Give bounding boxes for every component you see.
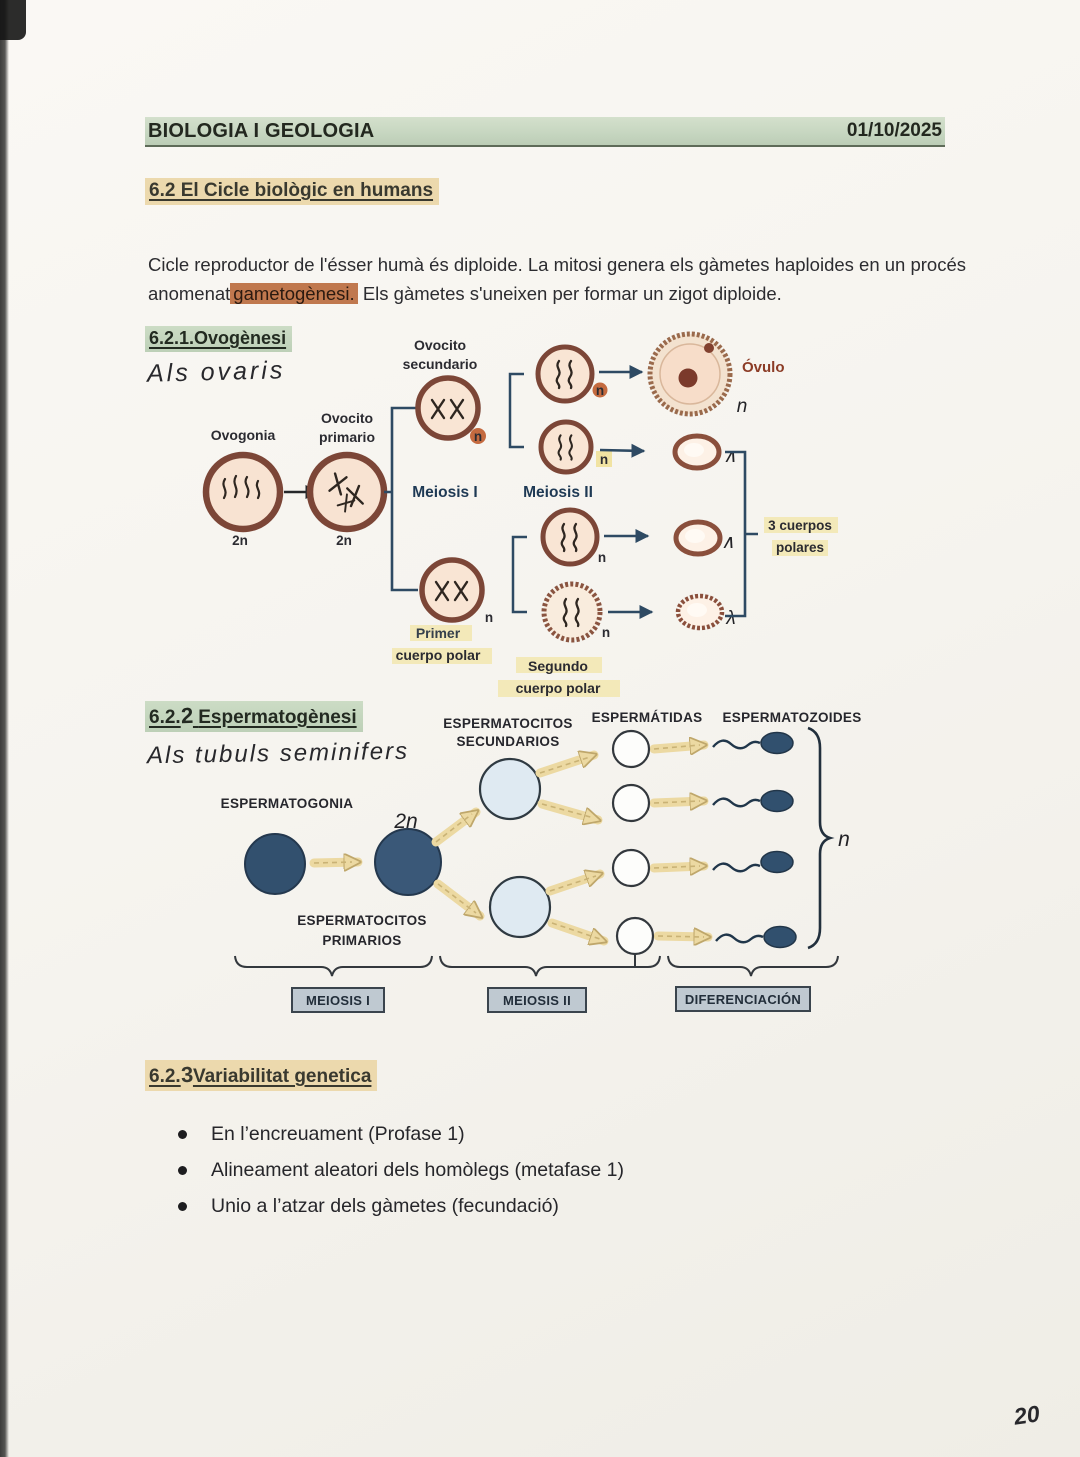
polar-body-1 — [672, 433, 722, 471]
list-item: Alineament aleatori dels homòlegs (metaf… — [178, 1152, 624, 1188]
list-item: En l’encreuament (Profase 1) — [178, 1116, 624, 1152]
svg-text:cuerpo polar: cuerpo polar — [516, 680, 601, 696]
cell-ovocito-secundario — [415, 375, 481, 441]
oogenesis-diagram: Ovogonia 2n Ovocito primario 2n Meiosis … — [202, 331, 838, 697]
label-primer-cuerpo: Primer — [416, 625, 461, 641]
label-ovogonia: Ovogonia — [211, 427, 276, 443]
svg-text:secundario: secundario — [403, 356, 478, 372]
yellow-mark — [410, 625, 472, 641]
label-meiosis-1: Meiosis I — [412, 484, 477, 501]
page-header: BIOLOGIA I GEOLOGIA 01/10/2025 — [145, 117, 945, 147]
polar-body-2 — [673, 519, 723, 557]
sperm-cells — [712, 731, 797, 949]
section-6-2-1-heading: 6.2.1.Ovogènesi — [145, 326, 293, 352]
label-meiosis-2-box: MEIOSIS II — [503, 993, 571, 1008]
ploidy-ovogonia: 2n — [232, 533, 248, 548]
cell-ovocito-primario — [306, 451, 388, 533]
svg-text:n: n — [600, 452, 608, 467]
cell-espermatocito-secundario-2 — [488, 875, 552, 939]
section-6-2-3-heading: 6.2.3Variabilitat genetica — [145, 1060, 378, 1091]
ploidy-primer-cuerpo: n — [485, 610, 493, 625]
intro-text-after: Els gàmetes s'uneixen per formar un zigo… — [362, 283, 782, 305]
svg-text:PRIMARIOS: PRIMARIOS — [322, 933, 401, 948]
polar-body-3 — [675, 593, 725, 631]
svg-text:n: n — [596, 383, 604, 398]
label-esp-primarios: ESPERMATOCITOS — [297, 913, 426, 928]
svg-text:n: n — [598, 550, 606, 565]
hand-2n: 2n — [393, 810, 417, 833]
bracket-meiosis-2-bottom — [511, 535, 527, 614]
brace-sperm-group — [807, 726, 835, 950]
spermatogenesis-diagram: ESPERMATOCITOS SECUNDARIOS ESPERMÁTIDAS … — [221, 710, 861, 1013]
page-number: 20 — [1012, 1400, 1042, 1430]
label-segundo-cuerpo: Segundo — [528, 658, 588, 674]
cell-meiosis2-c — [540, 507, 600, 567]
cell-espermatocito-primario — [374, 828, 442, 896]
label-meiosis-1-box: MEIOSIS I — [306, 993, 370, 1008]
intro-text-before: Cicle reproductor de l'ésser humà és dip… — [148, 253, 966, 305]
page-date: 01/10/2025 — [846, 120, 942, 141]
cell-meiosis2-b — [538, 419, 594, 475]
label-diferenciacion-box: DIFERENCIACIÓN — [685, 992, 801, 1007]
hand-mark-polar-3: λ — [725, 608, 735, 629]
svg-text:n: n — [602, 625, 610, 640]
svg-text:primario: primario — [319, 429, 375, 445]
label-espermatogonia: ESPERMATOGONIA — [221, 796, 354, 811]
label-ovocito-secundario: Ovocito — [414, 337, 466, 353]
hand-mark-polar-2: ∧ — [721, 532, 735, 553]
yellow-mark — [772, 540, 828, 556]
phase-boxes: MEIOSIS I MEIOSIS II DIFERENCIACIÓN — [291, 986, 811, 1013]
label-meiosis-2: Meiosis II — [523, 484, 593, 501]
phase-braces — [234, 955, 839, 977]
svg-text:polares: polares — [776, 540, 824, 555]
photo-left-edge — [0, 0, 9, 1457]
bullet-dot — [178, 1165, 187, 1175]
ploidy-secundario-red: n — [470, 428, 486, 444]
spermatid-cells — [611, 729, 655, 956]
hand-n: n — [838, 828, 850, 851]
cell-segundo-cuerpo-polar — [541, 581, 603, 643]
bullet-dot — [178, 1201, 187, 1211]
yellow-mark — [392, 648, 492, 664]
svg-text:n: n — [474, 429, 482, 444]
ploidy-red-small: n — [592, 382, 608, 398]
label-ovulo: Óvulo — [742, 358, 785, 376]
hand-mark-ovulo: n — [737, 396, 748, 417]
cell-ovulo — [647, 331, 733, 417]
yellow-mark — [764, 517, 838, 533]
yellow-mark — [498, 680, 620, 697]
hand-mark-polar-1: ∧ — [723, 446, 737, 467]
label-ovocito-primario: Ovocito — [321, 410, 373, 426]
label-espermatidas: ESPERMÁTIDAS — [592, 710, 703, 725]
bracket-meiosis-1 — [384, 406, 418, 592]
cell-primer-cuerpo-polar — [419, 557, 485, 623]
course-title: BIOLOGIA I GEOLOGIA — [148, 119, 375, 142]
section-6-2-heading: 6.2 El Cicle biològic en humans — [145, 178, 440, 205]
bracket-cuerpos-polares — [725, 450, 758, 618]
variability-bullet-list: En l’encreuament (Profase 1) Alineament … — [178, 1116, 624, 1224]
ploidy-yellow-small: n — [596, 451, 612, 467]
ploidy-primario: 2n — [336, 533, 352, 548]
intro-paragraph: Cicle reproductor de l'ésser humà és dip… — [148, 250, 970, 310]
cell-meiosis2-a — [535, 344, 595, 404]
section-6-2-2-heading: 6.2.2 Espermatogènesi — [145, 701, 363, 732]
label-cuerpos-polares: 3 cuerpos — [768, 518, 832, 533]
svg-text:SECUNDARIOS: SECUNDARIOS — [456, 734, 559, 749]
handwritten-digit: 2 — [180, 702, 194, 729]
label-espermatozoides: ESPERMATOZOIDES — [722, 710, 861, 725]
bullet-dot — [178, 1129, 187, 1139]
svg-text:cuerpo polar: cuerpo polar — [396, 647, 481, 663]
arrow-to-polar-1 — [599, 443, 646, 458]
yellow-arrow-texture — [313, 744, 705, 940]
list-item: Unio a l’atzar dels gàmetes (fecundació) — [178, 1188, 624, 1224]
bracket-meiosis-2-top — [508, 372, 524, 449]
handwritten-digit: 3 — [180, 1061, 194, 1088]
cell-ovogonia — [202, 451, 284, 533]
highlighted-term: gametogènesi. — [230, 283, 358, 305]
photo-corner-artifact — [0, 0, 26, 40]
yellow-mark — [516, 657, 602, 673]
label-esp-secundarios: ESPERMATOCITOS — [443, 716, 572, 731]
cell-espermatogonia — [244, 833, 306, 895]
cell-espermatocito-secundario-1 — [478, 757, 542, 821]
